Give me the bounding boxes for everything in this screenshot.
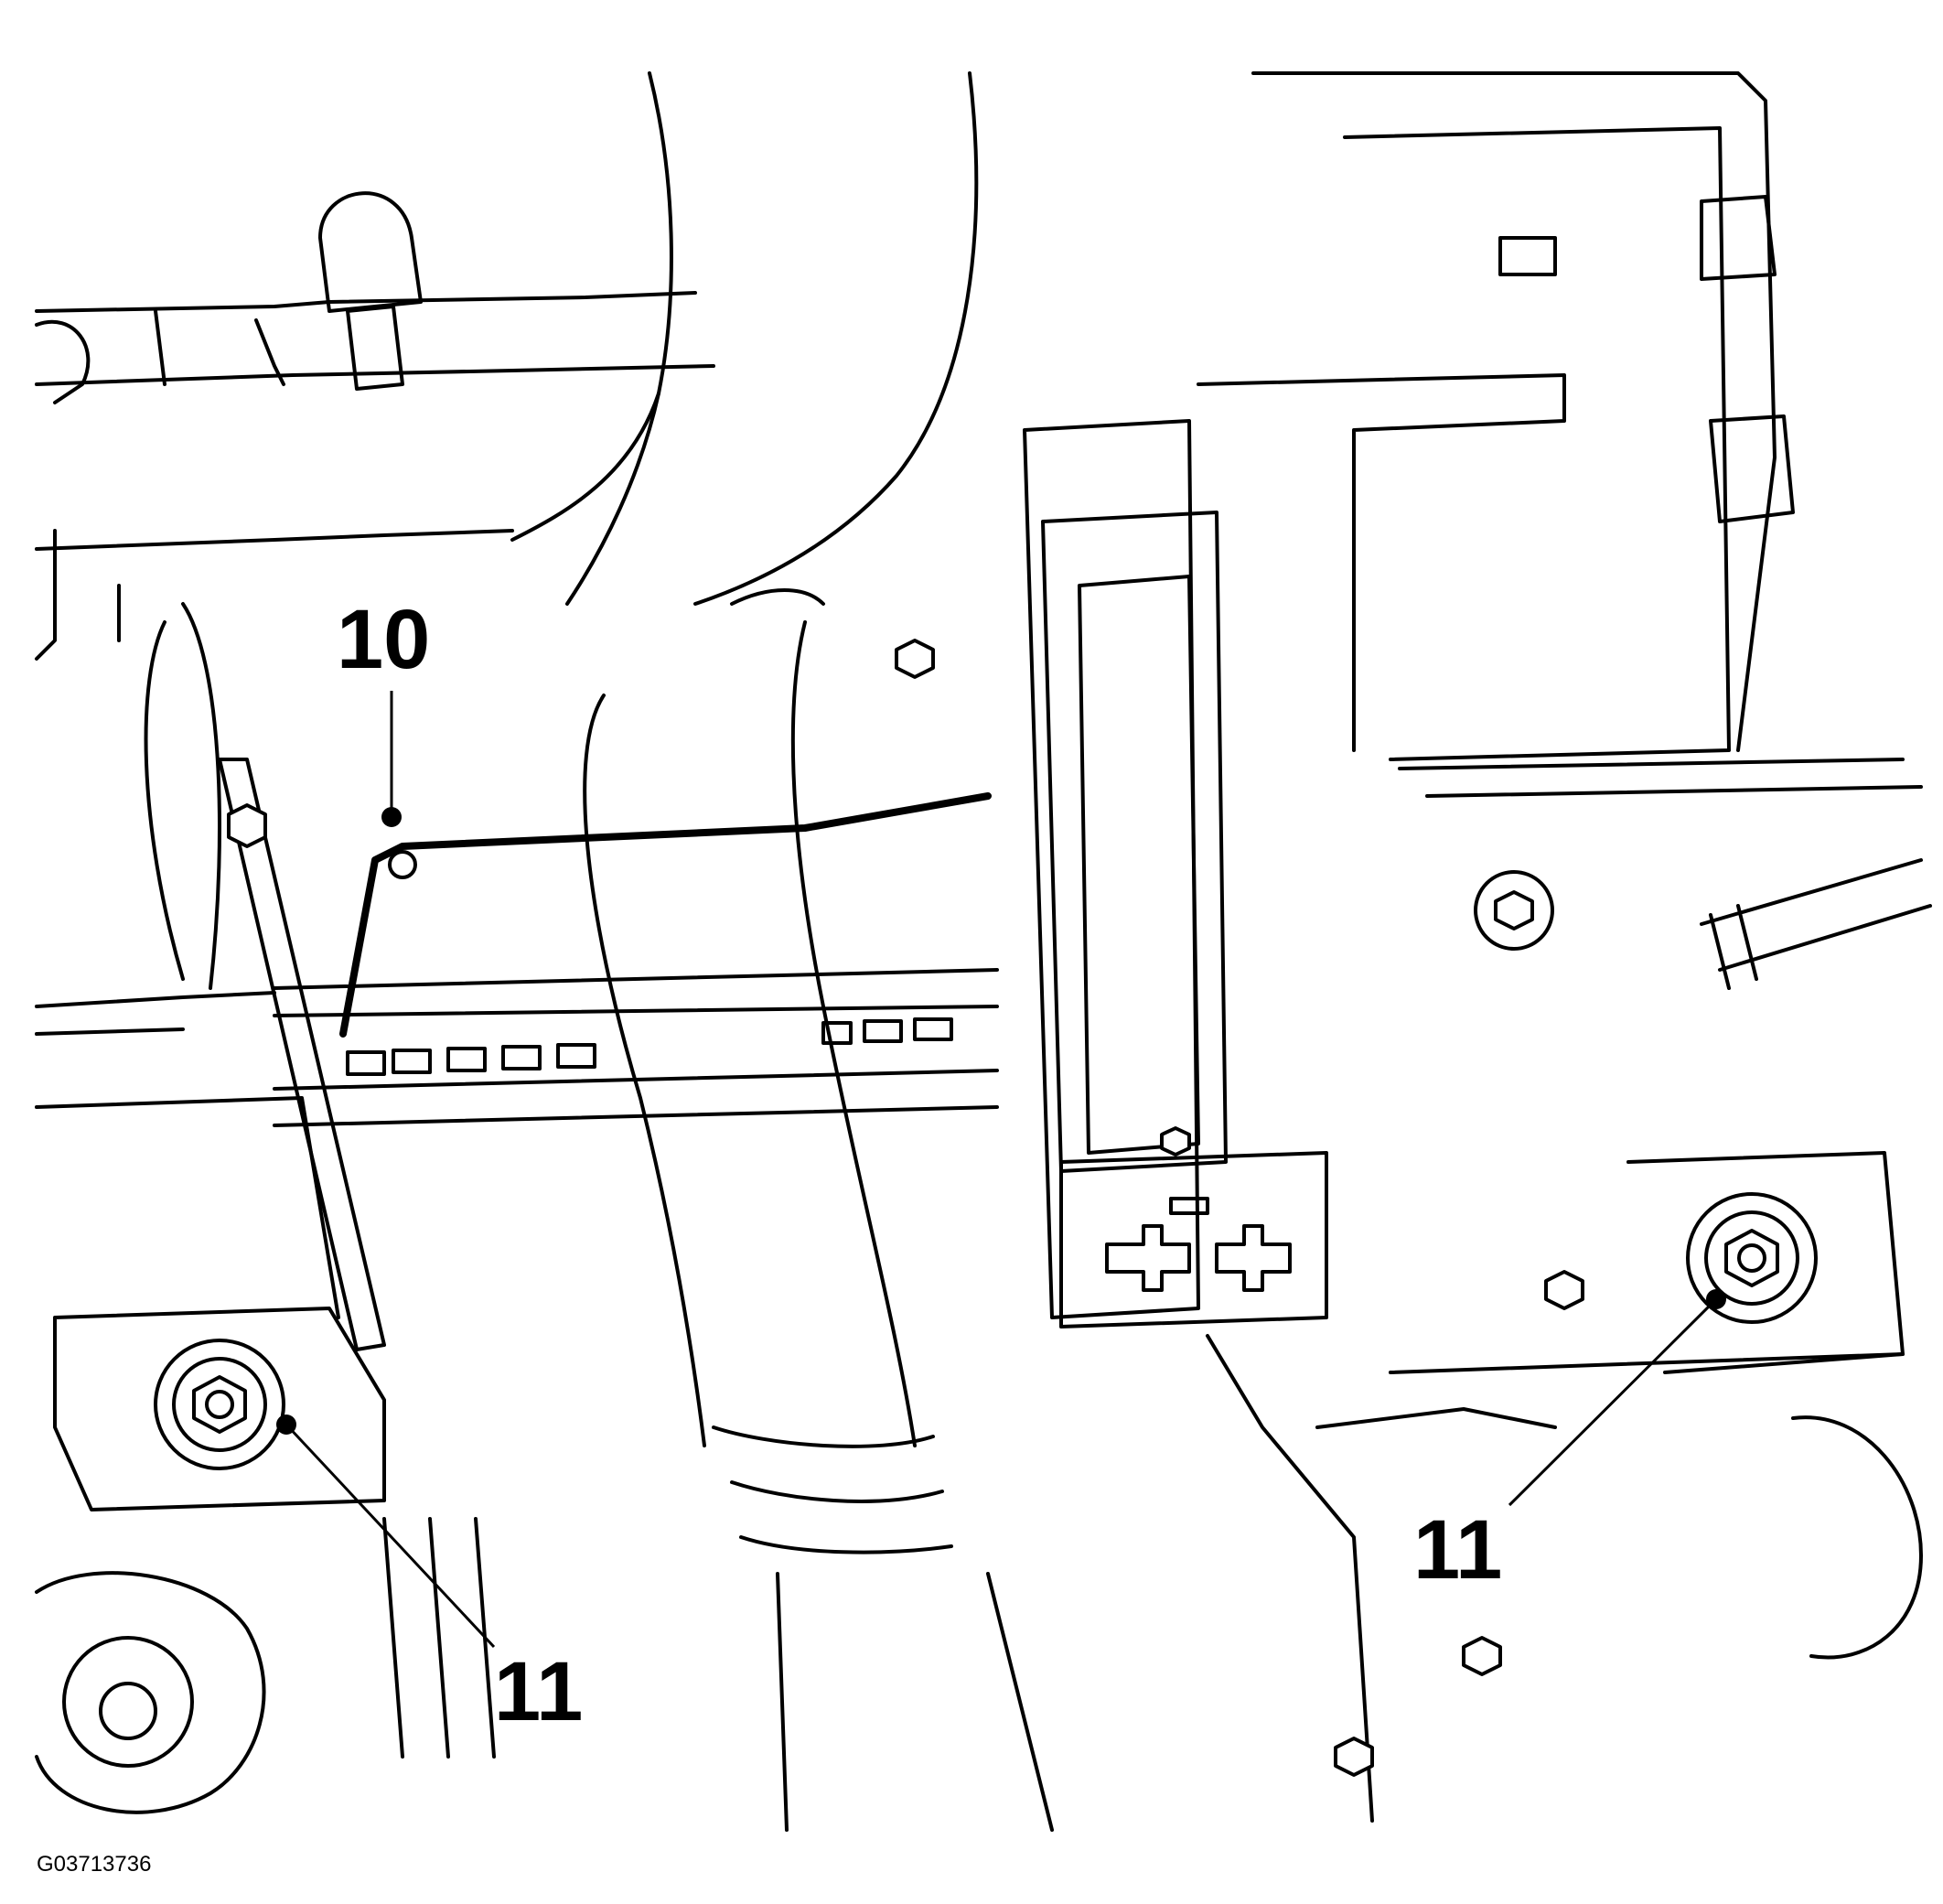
callout-11-left-dot	[276, 1415, 296, 1435]
item-10-bracket	[339, 792, 992, 1038]
callout-11-right: 11	[1413, 1289, 1726, 1597]
figure-id: G03713736	[37, 1852, 151, 1877]
callout-10: 10	[337, 593, 430, 827]
grill-slots	[346, 1017, 953, 1076]
background-linework	[35, 71, 1932, 1832]
callout-11-right-dot	[1706, 1289, 1726, 1309]
callout-10-dot	[381, 807, 402, 827]
callout-11-right-label: 11	[1413, 1503, 1502, 1597]
callout-11-left: 11	[276, 1415, 583, 1738]
callout-11-left-label: 11	[494, 1645, 583, 1738]
mount-bolt-right	[1686, 1192, 1818, 1324]
mount-bolt-left	[154, 1339, 285, 1470]
callout-10-label: 10	[337, 593, 430, 686]
